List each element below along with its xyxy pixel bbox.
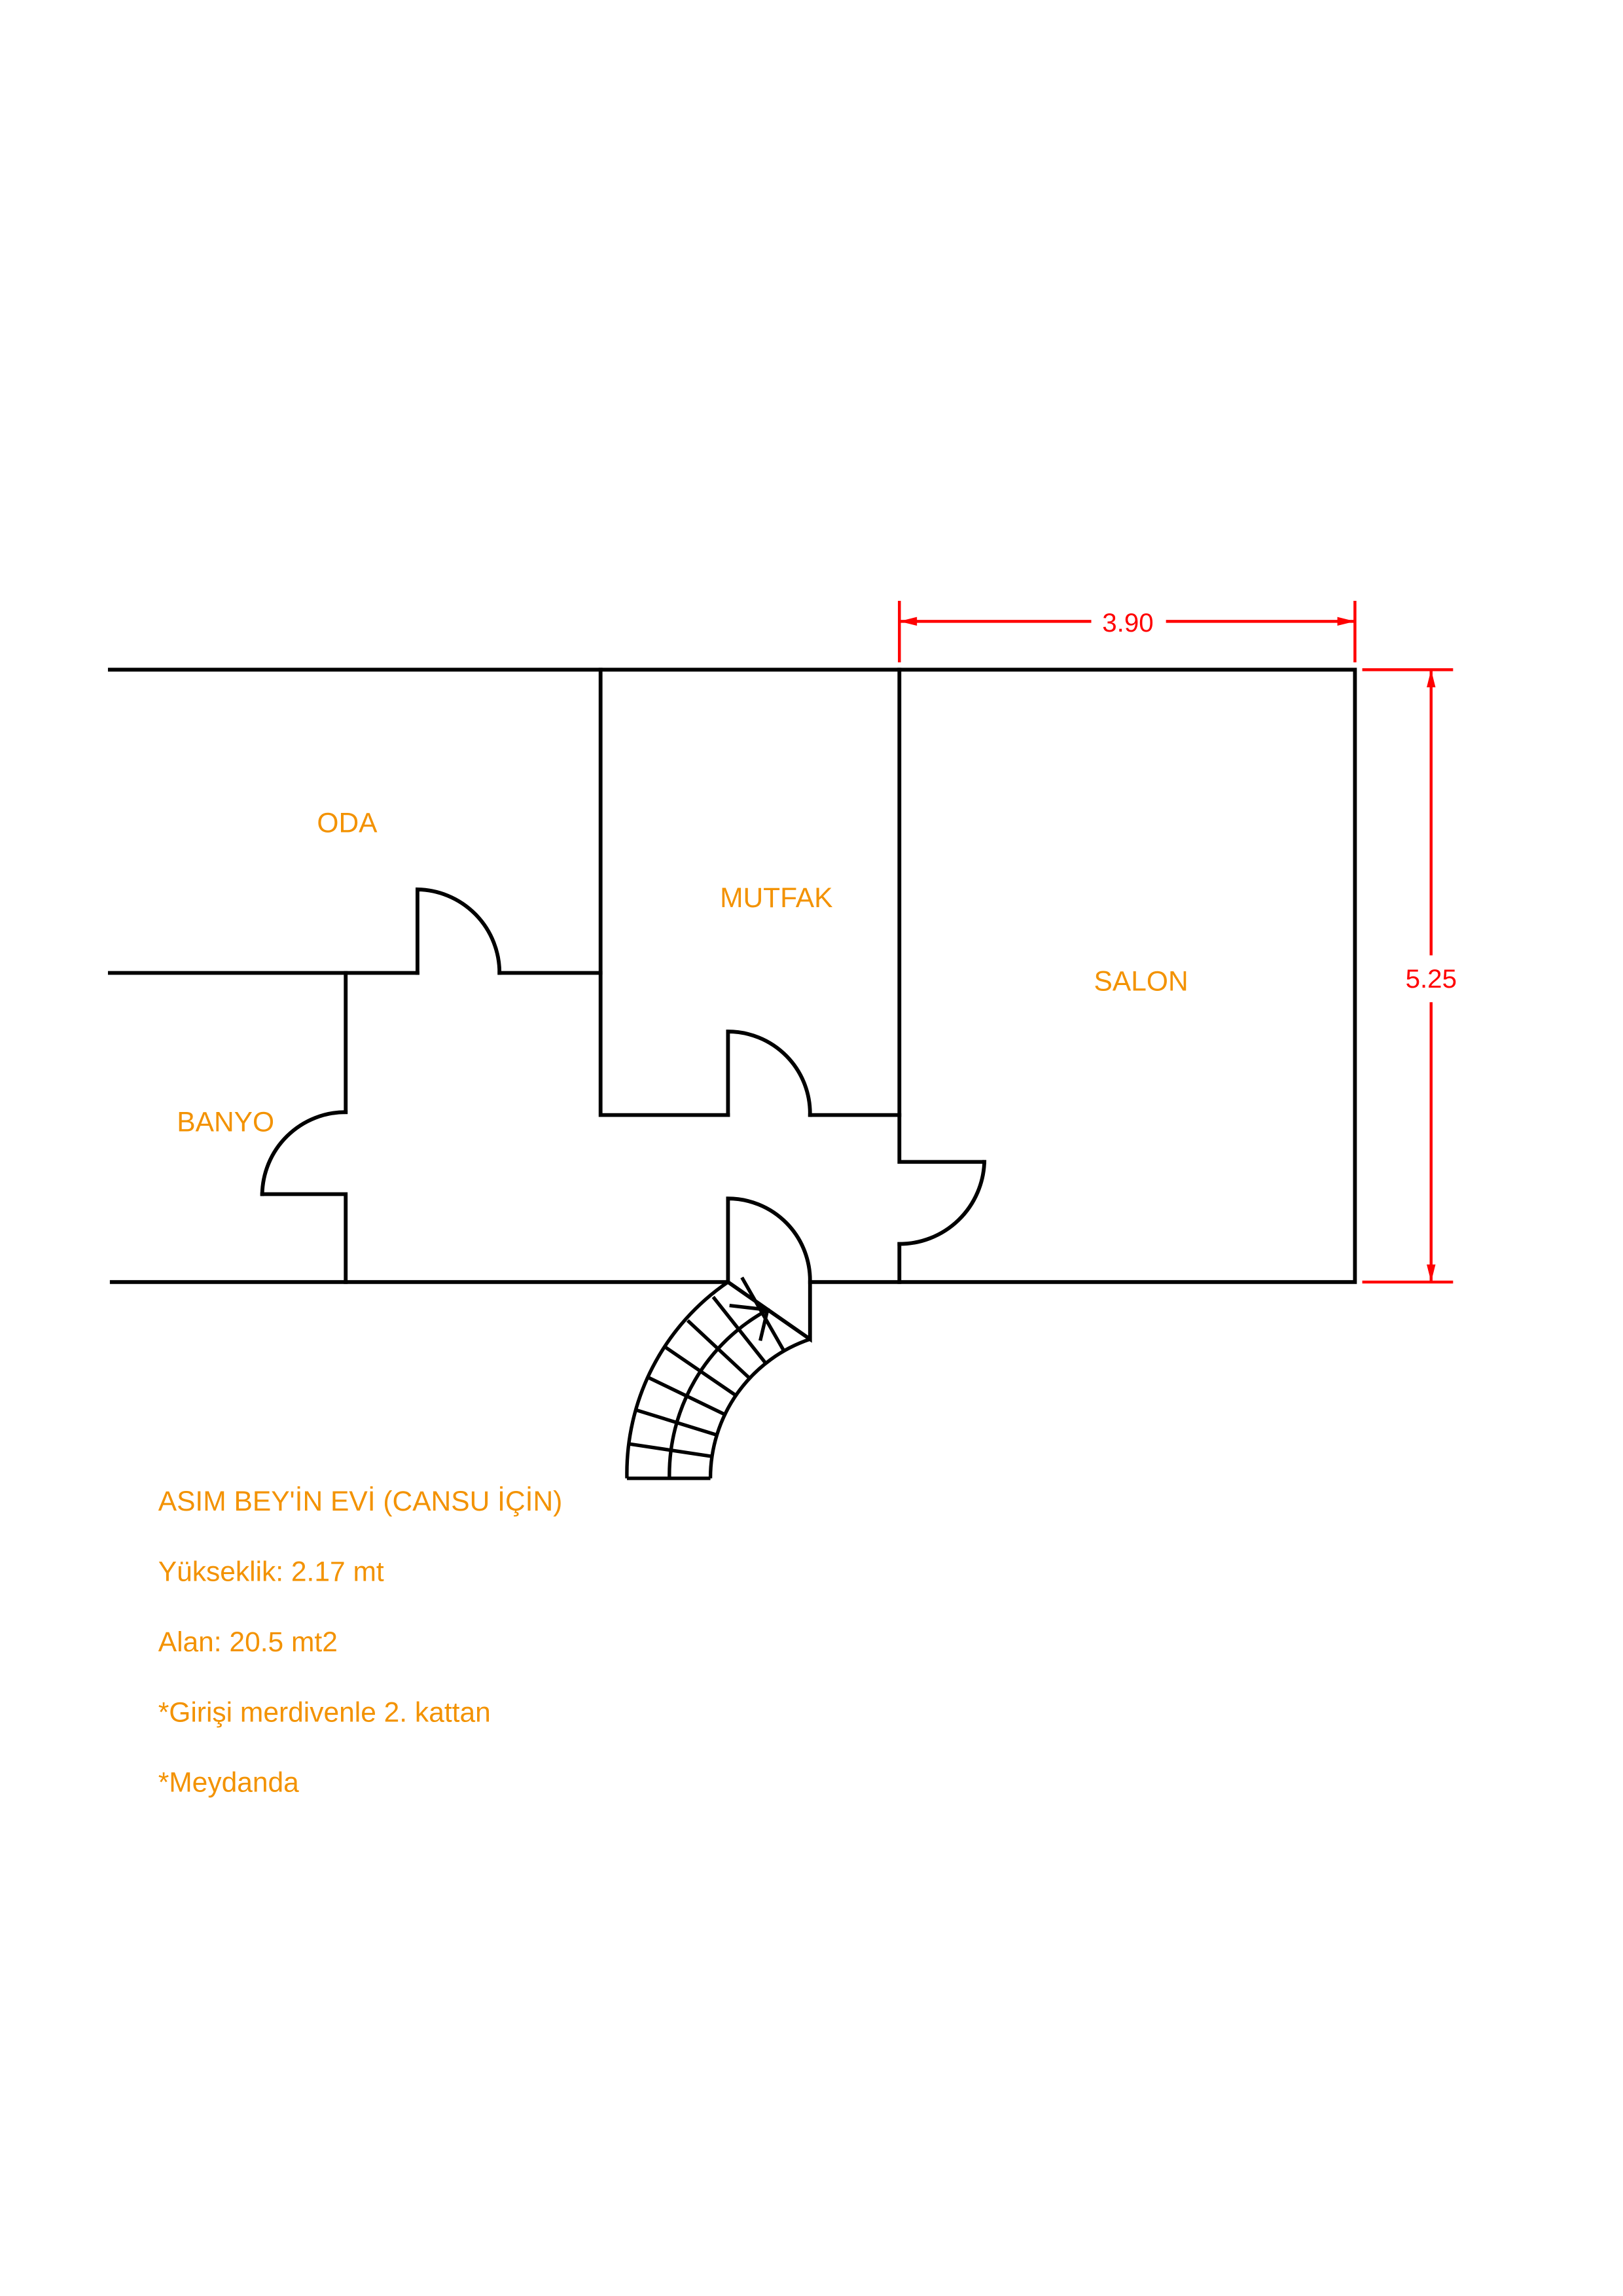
stair-tread xyxy=(635,1408,718,1437)
note-title: ASIM BEY'İN EVİ (CANSU İÇİN) xyxy=(158,1486,563,1517)
stair-tread xyxy=(628,1442,713,1458)
salon-door xyxy=(897,1160,987,1246)
outer-wall-top-left-right xyxy=(107,668,1357,1284)
stair-tread xyxy=(647,1376,726,1416)
note-location: *Meydanda xyxy=(158,1768,299,1799)
stair-tread xyxy=(711,1295,768,1365)
banyo-right-wall xyxy=(260,971,348,1284)
room-label-salon: SALON xyxy=(1094,966,1188,997)
height-dimension: 5.25 xyxy=(1362,668,1457,1284)
width-dimension: 3.90 xyxy=(898,601,1357,663)
stair-inner-edge xyxy=(708,1337,811,1479)
stair-tread xyxy=(686,1319,751,1380)
note-area: Alan: 20.5 mt2 xyxy=(158,1627,338,1658)
mutfak-door xyxy=(726,1030,812,1117)
entrance-door xyxy=(725,1196,812,1343)
stair-outer-edge xyxy=(625,1280,729,1479)
room-label-banyo: BANYO xyxy=(177,1107,274,1138)
note-height: Yükseklik: 2.17 mt xyxy=(158,1556,384,1587)
banyo-door xyxy=(260,1110,348,1196)
stair-tread xyxy=(740,1276,786,1352)
width-dimension-label: 3.90 xyxy=(1102,608,1153,637)
note-entrance: *Girişi merdivenle 2. kattan xyxy=(158,1697,491,1728)
room-label-oda: ODA xyxy=(317,808,378,839)
height-dimension-label: 5.25 xyxy=(1406,964,1457,994)
spiral-stairs xyxy=(625,1276,811,1480)
mutfak-left-wall xyxy=(598,668,902,1117)
oda-door xyxy=(415,887,502,975)
room-label-mutfak: MUTFAK xyxy=(720,883,832,914)
stair-tread xyxy=(665,1346,738,1397)
stair-direction-arrow-icon xyxy=(729,1303,770,1341)
salon-left-wall xyxy=(897,668,987,1284)
